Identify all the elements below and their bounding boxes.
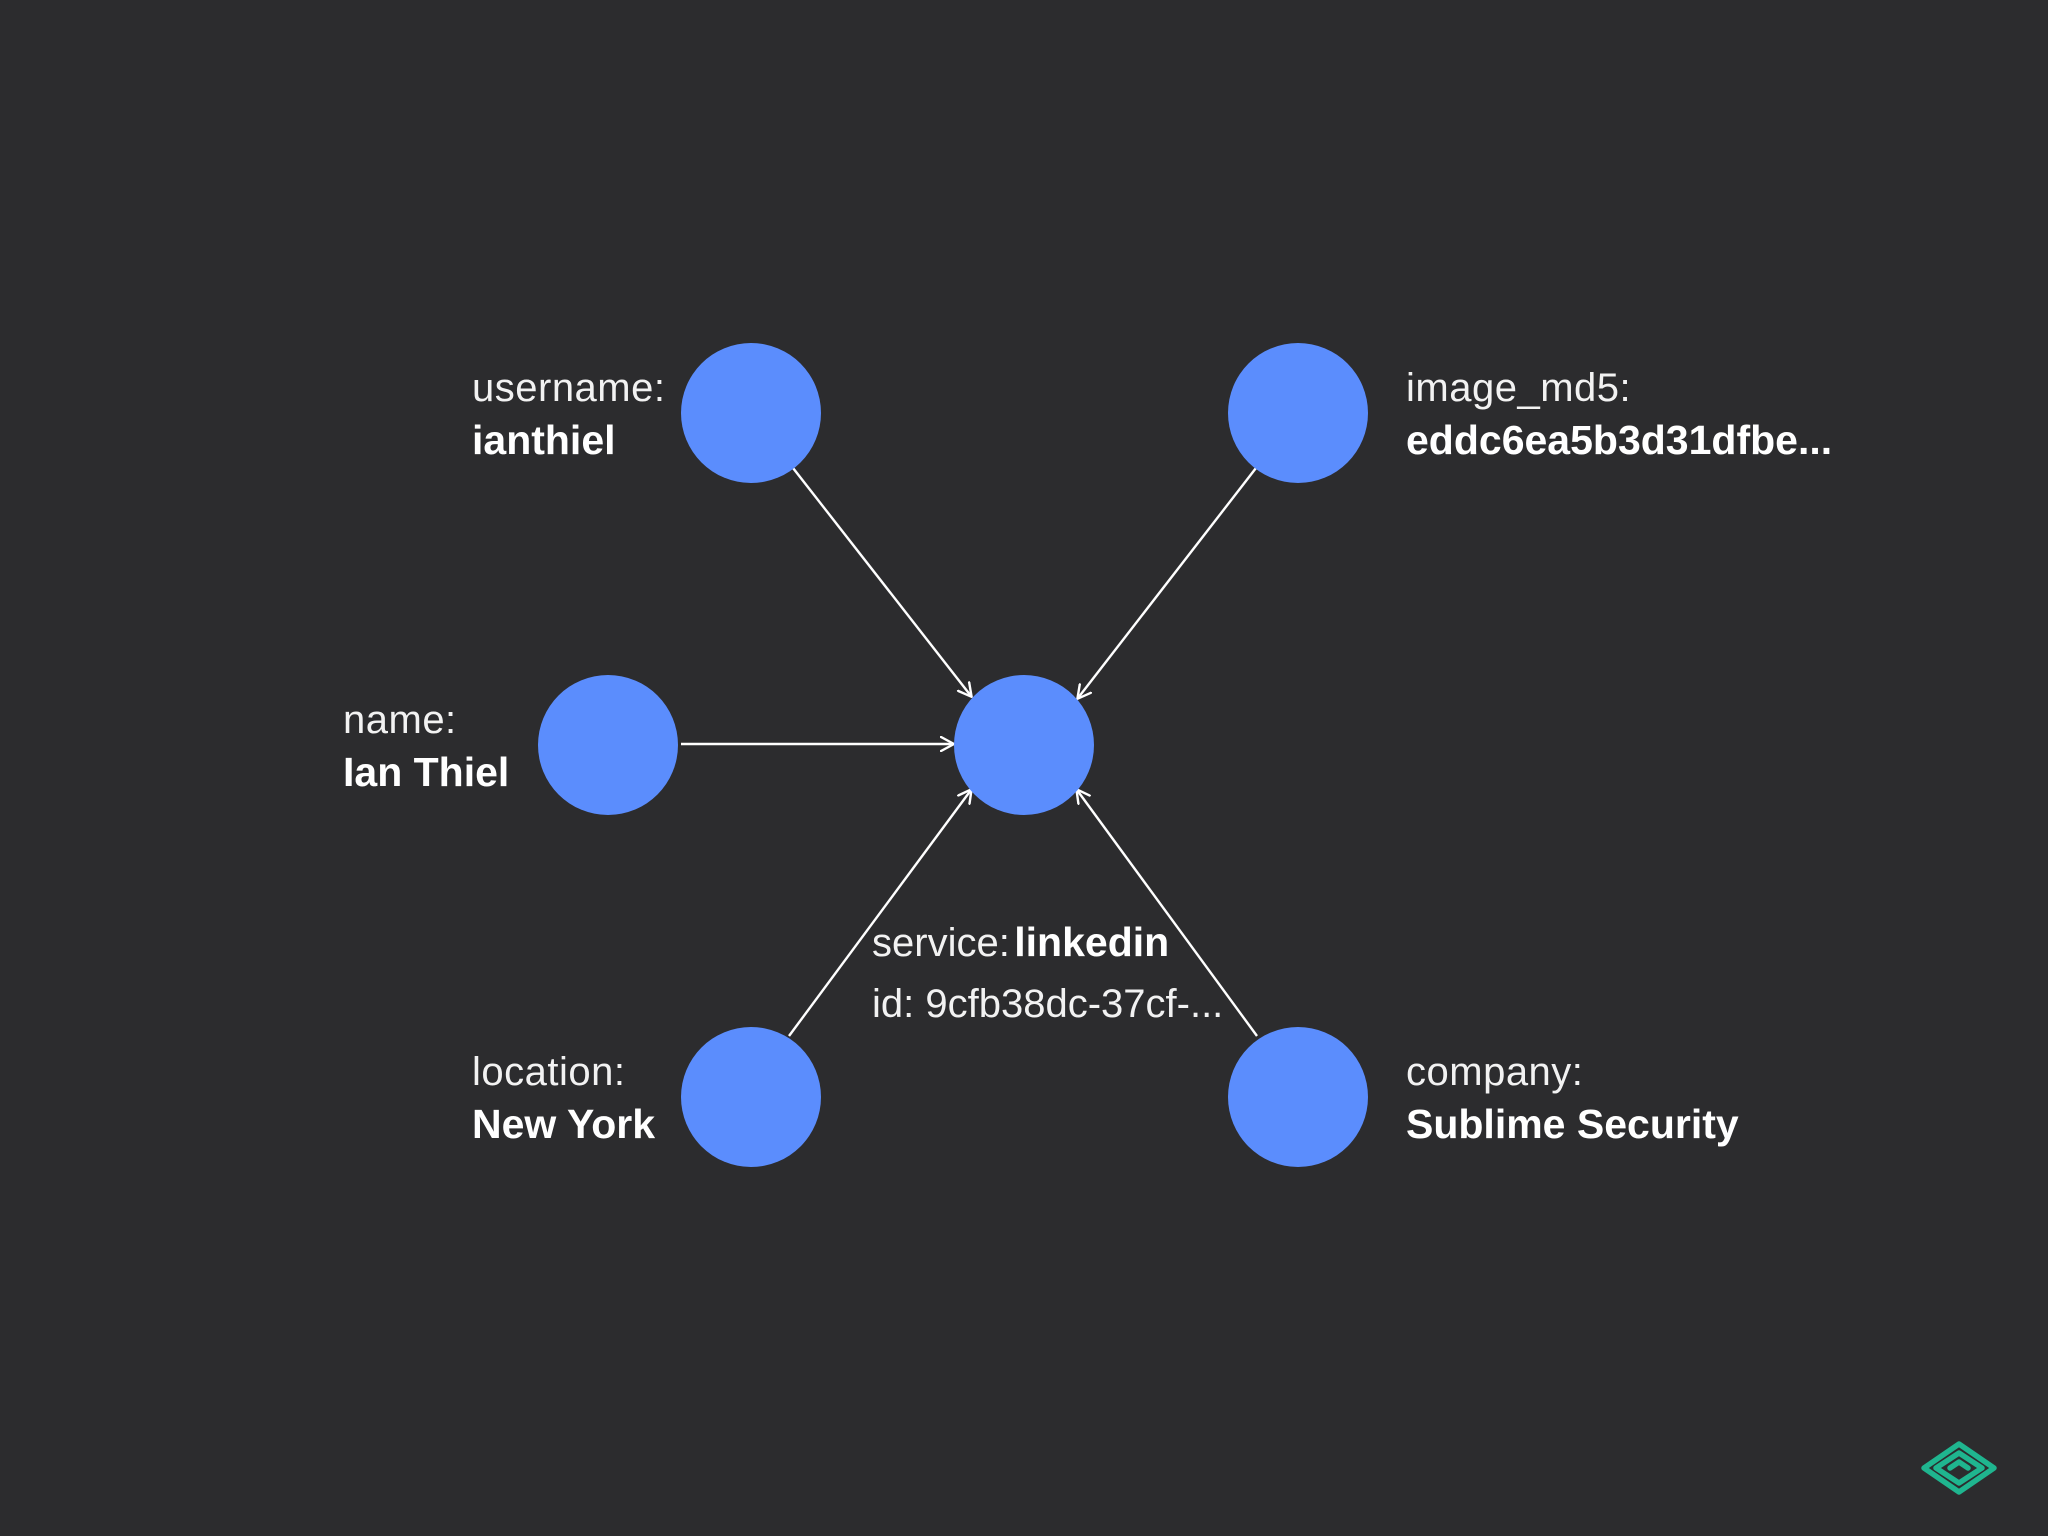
node-company[interactable]: [1228, 1027, 1368, 1167]
label-username-key: username:: [472, 366, 666, 410]
label-company-value: Sublime Security: [1406, 1101, 1739, 1147]
label-image-md5: image_md5: eddc6ea5b3d31dfbe...: [1406, 362, 1832, 466]
node-location[interactable]: [681, 1027, 821, 1167]
label-id-line: id: 9cfb38dc-37cf-...: [872, 982, 1224, 1026]
label-location-key: location:: [472, 1050, 626, 1094]
node-username[interactable]: [681, 343, 821, 483]
label-name: name: Ian Thiel: [343, 694, 509, 798]
node-profile-center[interactable]: [954, 675, 1094, 815]
edge-username-to-profile: [792, 467, 971, 696]
label-username: username: ianthiel: [472, 362, 665, 466]
label-name-key: name:: [343, 698, 457, 742]
label-image-md5-value: eddc6ea5b3d31dfbe...: [1406, 417, 1833, 463]
label-location: location: New York: [472, 1046, 655, 1150]
node-image-md5[interactable]: [1228, 343, 1368, 483]
label-service-value: linkedin: [1014, 919, 1170, 965]
edge-image-md5-to-profile: [1078, 467, 1257, 698]
label-name-value: Ian Thiel: [343, 749, 510, 795]
edge-location-to-profile: [788, 790, 971, 1037]
label-service-key: service:: [872, 921, 1010, 965]
label-username-value: ianthiel: [472, 417, 616, 463]
label-company: company: Sublime Security: [1406, 1046, 1739, 1150]
node-name[interactable]: [538, 675, 678, 815]
label-company-key: company:: [1406, 1050, 1584, 1094]
sublime-security-logo-icon: [1921, 1441, 1997, 1495]
label-location-value: New York: [472, 1101, 656, 1147]
label-image-md5-key: image_md5:: [1406, 366, 1632, 410]
label-service-line: service: linkedin: [872, 916, 1223, 978]
edge-company-to-profile: [1077, 790, 1258, 1037]
label-profile-center: service: linkedin id: 9cfb38dc-37cf-...: [872, 916, 1223, 1030]
